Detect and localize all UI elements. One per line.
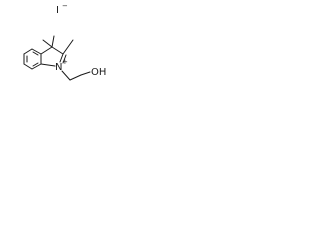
bond-c3a-c4: [31, 48, 42, 55]
bond-lines: [23, 35, 91, 81]
chemical-structure: I − N + OH: [23, 2, 106, 81]
bond-c4-c5: [23, 48, 33, 55]
bond-c2-n1-double-a: [59, 53, 64, 63]
nitrogen-cation: N +: [55, 58, 68, 73]
bond-c7-c7a-inner: [32, 62, 39, 67]
bond-c7-c7a: [31, 63, 42, 70]
bond-c3-methyl-a: [42, 39, 53, 48]
iodide-symbol: I: [56, 5, 59, 16]
bond-c3-methyl-b: [51, 35, 55, 48]
bond-c2-n1-double-b: [62, 54, 67, 64]
bond-n1-ch2: [61, 70, 71, 81]
hydroxyl-label: OH: [91, 67, 106, 78]
iodide-charge: −: [62, 2, 68, 10]
iodide-counterion: I −: [56, 2, 68, 16]
nitrogen-symbol: N: [55, 62, 62, 73]
bond-c2-methyl: [62, 39, 74, 55]
bond-c3-c2: [51, 46, 64, 55]
bond-n1-c7a: [40, 63, 56, 67]
bond-c3a-c3: [40, 46, 53, 55]
nitrogen-charge: +: [62, 58, 68, 66]
bond-c6-c7: [23, 63, 33, 70]
bond-ch2-o: [80, 71, 91, 76]
bond-ch2-ch2: [69, 74, 82, 81]
bond-c3a-c4-inner: [32, 51, 39, 56]
